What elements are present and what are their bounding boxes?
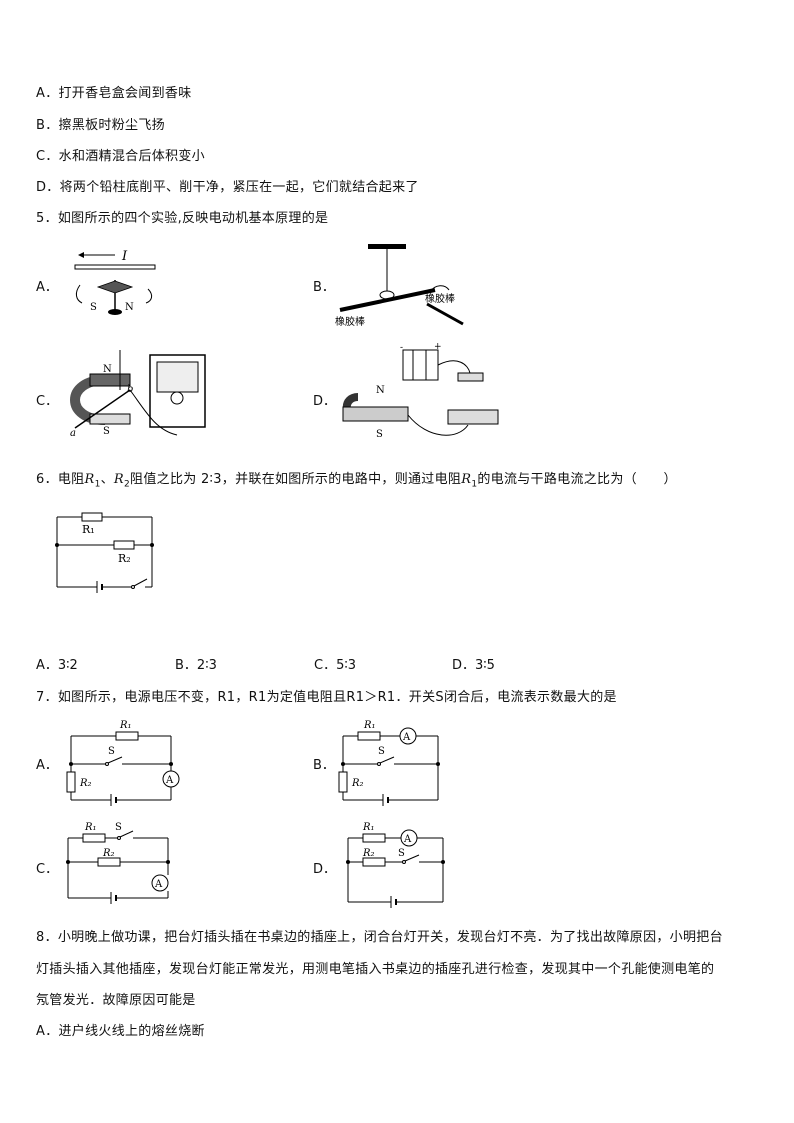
svg-text:S: S bbox=[398, 848, 405, 859]
q5-figure-b: 橡胶棒 橡胶棒 bbox=[335, 244, 464, 328]
q7-figure-b: R₁ A S R₂ bbox=[338, 720, 440, 806]
q8-stem-line-1: 8．小明晚上做功课，把台灯插头插在书桌边的插座上，闭合台灯开关，发现台灯不亮．为… bbox=[36, 930, 723, 945]
svg-text:N: N bbox=[125, 302, 134, 313]
svg-text:A: A bbox=[165, 775, 174, 786]
q4-option-d: D．将两个铅柱底削平、削干净，紧压在一起，它们就结合起来了 bbox=[36, 180, 419, 195]
svg-text:R₂: R₂ bbox=[118, 552, 131, 565]
svg-text:R₂: R₂ bbox=[79, 778, 92, 789]
q6-stem: 6．电阻R1、R2阻值之比为 2∶3，并联在如图所示的电路中，则通过电阻R1的电… bbox=[36, 472, 677, 490]
svg-text:S: S bbox=[376, 429, 383, 440]
q4-option-c: C．水和酒精混合后体积变小 bbox=[36, 149, 205, 164]
q7-figure-c: R₁ S R₂ A bbox=[66, 822, 170, 904]
svg-text:A: A bbox=[402, 732, 411, 743]
svg-text:R₁: R₁ bbox=[84, 822, 97, 833]
q5-stem: 5．如图所示的四个实验,反映电动机基本原理的是 bbox=[36, 211, 329, 226]
svg-text:R₁: R₁ bbox=[119, 720, 132, 731]
q7-stem: 7．如图所示，电源电压不变，R1，R1为定值电阻且R1＞R1．开关S闭合后，电流… bbox=[36, 690, 617, 705]
q5-option-b-label: B． bbox=[313, 280, 335, 295]
svg-text:橡胶棒: 橡胶棒 bbox=[335, 315, 365, 328]
q7-option-a-label: A． bbox=[36, 758, 58, 773]
svg-text:S: S bbox=[103, 426, 110, 437]
q4-option-a: A．打开香皂盒会闻到香味 bbox=[36, 86, 192, 101]
current-label: I bbox=[121, 249, 128, 264]
svg-text:A: A bbox=[154, 879, 163, 890]
svg-text:a: a bbox=[70, 428, 76, 439]
svg-text:R₂: R₂ bbox=[362, 848, 375, 859]
svg-text:R₁: R₁ bbox=[362, 822, 375, 833]
svg-text:R₁: R₁ bbox=[82, 523, 95, 536]
q8-stem-line-3: 氖管发光．故障原因可能是 bbox=[36, 993, 196, 1008]
q8-option-a: A．进户线火线上的熔丝烧断 bbox=[36, 1024, 205, 1039]
svg-text:N: N bbox=[103, 364, 112, 375]
svg-text:S: S bbox=[108, 746, 115, 757]
svg-text:N: N bbox=[376, 385, 385, 396]
svg-text:R₂: R₂ bbox=[351, 778, 364, 789]
svg-text:A: A bbox=[403, 834, 412, 845]
svg-text:S: S bbox=[90, 302, 97, 313]
q8-stem-line-2: 灯插头插入其他插座，发现台灯能正常发光，用测电笔插入书桌边的插座孔进行检查，发现… bbox=[36, 962, 715, 977]
q7-figure-d: R₁ A R₂ S bbox=[346, 822, 445, 908]
svg-text:R₂: R₂ bbox=[102, 848, 115, 859]
svg-text:S: S bbox=[378, 746, 385, 757]
q5-option-d-label: D． bbox=[313, 394, 337, 409]
q7-option-b-label: B． bbox=[313, 758, 335, 773]
svg-text:-: - bbox=[400, 343, 403, 353]
svg-text:+: + bbox=[434, 342, 442, 352]
q6-circuit-figure: R₁ R₂ bbox=[55, 512, 154, 593]
q5-figure-d: - + N S bbox=[342, 342, 499, 440]
svg-text:b: b bbox=[127, 384, 133, 395]
q5-figure-c: N S a b bbox=[70, 350, 206, 439]
q5-option-a-label: A． bbox=[36, 280, 58, 295]
q6-answer-c: C．5∶3 bbox=[314, 658, 357, 673]
q5-option-c-label: C． bbox=[36, 394, 59, 409]
q7-option-d-label: D． bbox=[313, 862, 337, 877]
q7-figure-a: R₁ S R₂ A bbox=[66, 720, 180, 806]
q7-option-c-label: C． bbox=[36, 862, 59, 877]
q6-answer-a: A．3∶2 bbox=[36, 658, 78, 673]
svg-text:橡胶棒: 橡胶棒 bbox=[425, 292, 455, 305]
q6-answer-b: B．2∶3 bbox=[175, 658, 217, 673]
q4-option-b: B．擦黑板时粉尘飞扬 bbox=[36, 118, 165, 133]
svg-text:R₁: R₁ bbox=[363, 720, 376, 731]
q6-answer-d: D．3∶5 bbox=[452, 658, 495, 673]
svg-text:S: S bbox=[115, 822, 122, 833]
q5-figure-a: I S N bbox=[74, 249, 156, 315]
